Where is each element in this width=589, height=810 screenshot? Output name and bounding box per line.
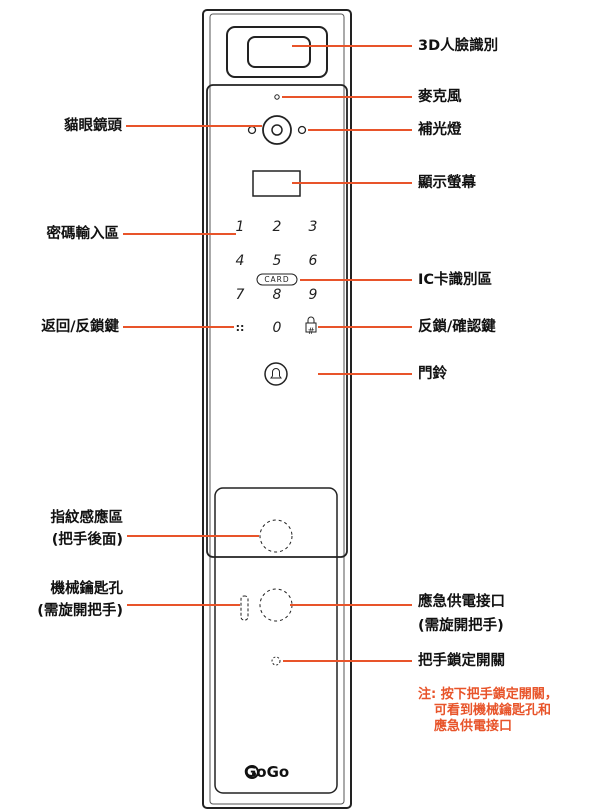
peephole-inner <box>271 124 283 136</box>
card-label: CARD <box>264 275 290 284</box>
lock-icon-body <box>305 322 317 333</box>
key-back: :: <box>235 321 245 334</box>
label-doorbell: 門鈴 <box>418 366 447 382</box>
label-fingerprint: 指紋感應區 <box>50 510 124 526</box>
footnote-line-1: 注: 按下把手鎖定開關， <box>418 687 558 702</box>
handle-lock-switch <box>271 656 281 666</box>
label-mic: 麥克風 <box>418 89 462 105</box>
key-6: 6 <box>308 253 318 269</box>
footnote-line-2: 可看到機械鑰匙孔和 <box>434 703 552 718</box>
key-7: 7 <box>235 287 245 303</box>
brand-logo-dot <box>252 772 256 776</box>
front-panel <box>206 84 348 558</box>
brand-name: GoGo <box>244 763 290 781</box>
key-3: 3 <box>308 219 318 235</box>
label-face-id: 3D人臉識別 <box>418 38 499 54</box>
mic-dot <box>274 94 280 100</box>
label-ic-card: IC卡識別區 <box>418 272 493 288</box>
leader-lines <box>123 45 412 662</box>
fingerprint-sensor <box>259 519 293 553</box>
label-emergency-note: (需旋開把手) <box>418 618 504 634</box>
key-2: 2 <box>272 219 282 235</box>
lock-body <box>202 9 352 809</box>
key-8: 8 <box>272 287 282 303</box>
brand-logo-mark <box>245 765 259 779</box>
label-handle-switch: 把手鎖定開關 <box>418 653 505 669</box>
peephole-outer <box>262 115 292 145</box>
handle <box>214 487 338 794</box>
lock-body-inner <box>209 13 345 805</box>
fill-light-right <box>297 125 307 135</box>
camera-lens-window <box>247 36 311 68</box>
label-back-lock: 返回/反鎖鍵 <box>41 319 119 335</box>
key-confirm: # <box>307 327 315 337</box>
label-emergency-power: 應急供電接口 <box>418 594 505 610</box>
lock-icon-shackle <box>307 316 315 323</box>
key-4: 4 <box>235 253 245 269</box>
key-5: 5 <box>272 253 282 269</box>
doorbell-button <box>264 362 288 386</box>
label-fill-light: 補光燈 <box>418 122 462 138</box>
camera-housing <box>226 26 328 78</box>
footnote: 注: 按下把手鎖定開關， 可看到機械鑰匙孔和 應急供電接口 <box>418 687 558 735</box>
key-1: 1 <box>235 219 245 235</box>
key-hole <box>240 595 249 621</box>
label-keyhole-note: (需旋開把手) <box>37 603 123 619</box>
bell-icon <box>270 368 282 379</box>
fill-light-left <box>247 125 257 135</box>
footnote-line-3: 應急供電接口 <box>434 719 513 734</box>
card-reader-oval <box>256 273 298 286</box>
label-fingerprint-note: (把手後面) <box>51 532 123 548</box>
emergency-power-port <box>259 588 293 622</box>
label-peephole: 貓眼鏡頭 <box>64 118 122 134</box>
key-9: 9 <box>308 287 318 303</box>
label-keypad: 密碼輸入區 <box>46 226 120 242</box>
label-display: 顯示螢幕 <box>418 175 476 191</box>
label-lock-confirm: 反鎖/確認鍵 <box>418 319 496 335</box>
key-0: 0 <box>272 320 282 336</box>
label-keyhole: 機械鑰匙孔 <box>50 581 124 597</box>
